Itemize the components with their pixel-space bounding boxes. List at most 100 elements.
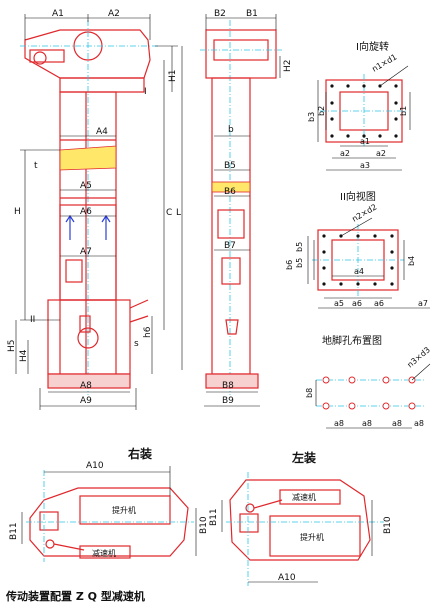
drive-left-reducer-box: [279, 489, 341, 505]
label-a5: A5: [80, 181, 92, 191]
inlet-chute-lower: [129, 315, 149, 323]
label-a8-anchor-b: a8: [362, 419, 372, 428]
anchor-title: 地脚孔布置图: [322, 334, 382, 347]
label-h4: H4: [19, 349, 29, 362]
label-b8: B8: [222, 381, 234, 391]
side-dimensions: [204, 14, 281, 407]
drive-right-shaft: [53, 543, 85, 551]
label-a1: A1: [52, 9, 64, 19]
label-a2-right: a2: [376, 149, 386, 158]
label-b1: B1: [246, 9, 258, 19]
drive-left-shaft: [253, 499, 283, 509]
label-h6: h6: [143, 326, 153, 338]
front-dimensions: [15, 14, 183, 410]
label-a8-anchor-d: a8: [414, 419, 424, 428]
label-n2d2: n2×d2: [351, 202, 379, 223]
label-a4-ii: a4: [354, 267, 364, 276]
side-base: [205, 373, 259, 389]
label-mark-i: I: [144, 87, 147, 97]
label-mark-ii: II: [30, 315, 35, 325]
drive-left-label-b10: B10: [383, 516, 393, 534]
label-b5: B5: [224, 161, 236, 171]
view-i-dimensions: [317, 80, 411, 171]
boot-door: [79, 315, 91, 333]
label-a8-anchor-a: a8: [334, 419, 344, 428]
drive-right-motor: [39, 511, 59, 531]
label-a8-anchor-c: a8: [392, 419, 402, 428]
label-c: C: [166, 208, 172, 218]
label-t: t: [34, 161, 38, 171]
label-a7: A7: [80, 247, 92, 257]
drive-left-coupling: [245, 503, 255, 513]
label-b6: B6: [224, 187, 236, 197]
drive-left-elevator-box: [269, 515, 361, 557]
label-b7: B7: [224, 241, 236, 251]
drive-left-motor: [239, 513, 259, 533]
drive-left-label-b11: B11: [209, 508, 219, 526]
label-a2-left: a2: [340, 149, 350, 158]
label-b: b: [228, 125, 234, 135]
label-a1-i: a1: [360, 137, 370, 146]
boot-pulley: [77, 327, 99, 349]
label-n1d1: n1×d1: [371, 52, 399, 73]
head-housing: [24, 29, 151, 79]
label-a6: A6: [80, 207, 92, 217]
label-a5-ii: a5: [334, 299, 344, 308]
side-door: [221, 257, 241, 285]
label-a3: a3: [360, 161, 370, 170]
side-inlet: [225, 319, 239, 335]
drive-left-elevator-text: 提升机: [300, 532, 324, 542]
label-a6-ii-a: a6: [352, 299, 362, 308]
label-a6-ii-b: a6: [374, 299, 384, 308]
label-b2-i: b2: [317, 106, 326, 116]
label-a8: A8: [80, 381, 92, 391]
drive-left: 左装 A10 B10 B11 减速机 提升机: [209, 450, 393, 586]
label-b3: b3: [307, 112, 316, 122]
drive-right-reducer-box: [79, 545, 131, 559]
drive-right: 右装 A10 B10 B11 提升机 减速机: [9, 446, 209, 562]
label-h5: H5: [7, 340, 17, 353]
drive-right-label-b10: B10: [199, 516, 209, 534]
label-h2: H2: [283, 60, 293, 73]
view-i-title: I向旋转: [356, 40, 389, 53]
label-b5-ii: b5: [295, 258, 304, 268]
label-h1: H1: [168, 70, 178, 83]
drive-left-base: [229, 479, 371, 561]
label-a7-ii: a7: [418, 299, 428, 308]
side-chain: [217, 209, 245, 239]
label-b9: B9: [222, 396, 234, 406]
label-s: s: [134, 339, 139, 349]
drive-right-coupling: [45, 539, 55, 549]
drive-right-label-b11: B11: [9, 522, 19, 540]
label-a2: A2: [108, 9, 120, 19]
drive-left-reducer-text: 减速机: [292, 492, 316, 502]
label-b6-ii: b6: [285, 260, 294, 270]
drive-right-label-a10: A10: [86, 461, 104, 471]
drive-right-elevator-text: 提升机: [112, 505, 136, 515]
drive-left-label-a10: A10: [278, 573, 296, 583]
inspection-door: [65, 259, 83, 283]
bucket-band: [59, 145, 117, 171]
side-bucket-band: [211, 181, 251, 193]
footer-caption: 传动装置配置 Z Q 型减速机: [5, 589, 145, 603]
drive-right-base: [29, 487, 189, 557]
side-head: [205, 29, 277, 79]
view-i: I向旋转 n1×d1 b3 b2 b1 a1 a2 a2: [307, 40, 411, 171]
label-b1-i: b1: [399, 106, 408, 116]
view-ii-title: II向视图: [340, 190, 376, 203]
boot-base: [47, 373, 131, 389]
label-b2: B2: [214, 9, 226, 19]
label-h: H: [14, 207, 21, 217]
view-i-bolt-holes: [330, 84, 398, 138]
front-view: A1 A2 H1 I A4 t A5 A6 A7 H C L II s h6 H…: [7, 9, 183, 410]
anchor-hole-layout: 地脚孔布置图 n3×d3 b8 a8 a8 a8 a8: [305, 334, 432, 429]
view-ii-dimensions: [307, 236, 430, 309]
head-skirt: [59, 77, 145, 93]
drive-right-title: 右装: [127, 446, 152, 461]
drive-right-elevator-box: [79, 495, 171, 525]
drive-unit: [29, 49, 65, 63]
drive-left-title: 左装: [291, 450, 316, 465]
side-view: B2 B1 H2 b B5 B6 B7 B8 B9: [200, 9, 293, 407]
label-b8-anchor: b8: [305, 388, 314, 398]
